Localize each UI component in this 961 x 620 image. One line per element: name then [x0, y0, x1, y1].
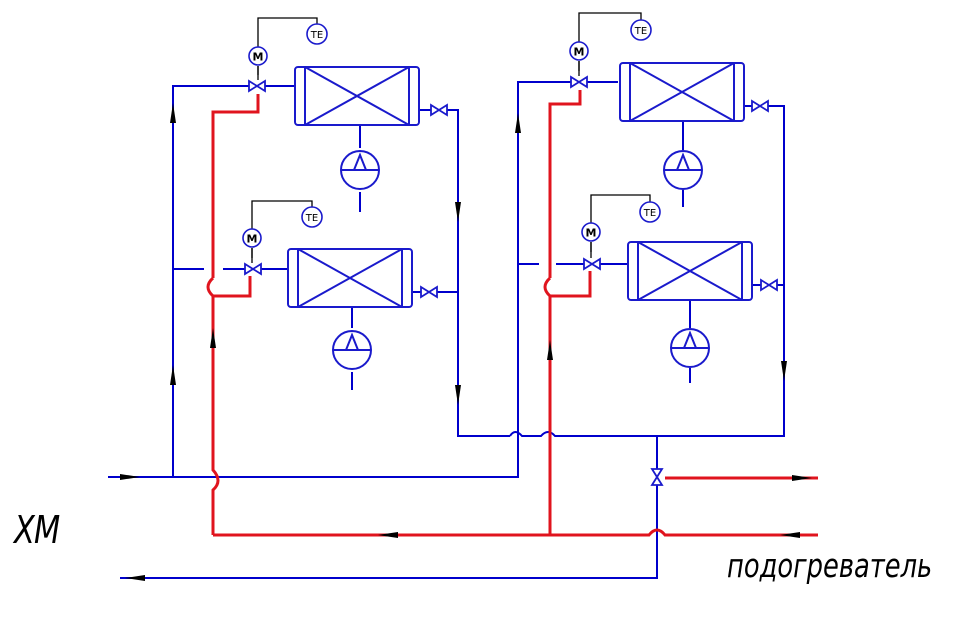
arrow-down-icon	[781, 361, 787, 381]
arrow-up-icon	[210, 328, 216, 348]
arrow-up-icon	[170, 103, 176, 123]
instrumentation	[251, 12, 651, 263]
temp-sensor-label: TE	[634, 26, 647, 37]
heat-exchanger-left-bottom	[287, 248, 413, 308]
control-valve-right-bottom[interactable]	[583, 258, 601, 270]
temp-sensor-right-bottom: TE	[639, 201, 661, 223]
hot-return-main	[213, 528, 818, 537]
arrow-left-icon	[378, 532, 398, 538]
left-hot-riser	[211, 276, 252, 535]
motor-label: M	[247, 233, 258, 246]
outlet-valve-right-top[interactable]	[751, 100, 769, 112]
motor-left-bottom: M	[242, 228, 262, 248]
crossover-bumps	[509, 431, 561, 437]
heater-label: подогреватель	[727, 546, 933, 585]
arrow-down-icon	[455, 385, 461, 405]
temp-sensor-right-top: TE	[630, 19, 652, 41]
heat-exchanger-right-bottom	[627, 241, 753, 301]
motor-right-top: M	[569, 41, 589, 61]
arrow-right-icon	[120, 474, 140, 480]
temp-sensor-label: TE	[643, 208, 656, 219]
unit-left-bottom	[244, 248, 438, 370]
hot-water-lines	[206, 90, 818, 537]
arrow-up-icon	[170, 365, 176, 385]
control-valve-left-top[interactable]	[248, 80, 266, 92]
fan-left-bottom	[332, 330, 372, 370]
temp-sensor-left-top: TE	[306, 23, 328, 45]
arrow-down-icon	[455, 202, 461, 222]
arrow-up-icon	[547, 340, 553, 360]
left-riser	[172, 85, 249, 477]
temp-sensor-label: TE	[305, 213, 318, 224]
left-hot-upper	[211, 94, 260, 278]
chiller-label: ХМ	[14, 508, 60, 552]
arrow-up-icon	[515, 113, 521, 133]
left-hot-bump	[206, 276, 215, 298]
fan-left-top	[340, 150, 380, 190]
bypass-valve[interactable]	[651, 468, 663, 486]
cold-water-lines	[108, 81, 785, 579]
arrow-right-icon	[792, 475, 812, 481]
right-hot-upper	[548, 90, 582, 278]
right-top-return-2	[561, 105, 785, 437]
outlet-valve-left-top[interactable]	[430, 104, 448, 116]
outlet-valve-left-bottom[interactable]	[420, 286, 438, 298]
arrow-left-icon	[780, 532, 800, 538]
flow-arrows	[120, 103, 812, 581]
fan-right-bottom	[670, 328, 710, 368]
left-top-return-2	[447, 109, 510, 437]
temp-sensor-label: TE	[310, 30, 323, 41]
main-supply-line	[108, 81, 571, 478]
right-hot-bump	[543, 276, 552, 298]
motor-label: M	[586, 227, 597, 240]
temp-sensor-left-bottom: TE	[301, 206, 323, 228]
control-valve-left-bottom[interactable]	[244, 263, 262, 275]
outlet-valve-right-bottom[interactable]	[760, 279, 778, 291]
control-valve-right-top[interactable]	[570, 76, 588, 88]
fan-right-top	[663, 150, 703, 190]
unit-right-bottom	[583, 241, 778, 368]
heat-exchanger-right-top	[619, 62, 745, 122]
motor-label: M	[253, 51, 264, 64]
right-hot-riser	[548, 271, 592, 535]
collector-down-2	[120, 485, 658, 579]
motor-left-top: M	[248, 46, 268, 66]
arrow-left-icon	[125, 575, 145, 581]
motor-label: M	[574, 46, 585, 59]
heat-exchanger-left-top	[294, 66, 420, 126]
motor-right-bottom: M	[581, 222, 601, 242]
